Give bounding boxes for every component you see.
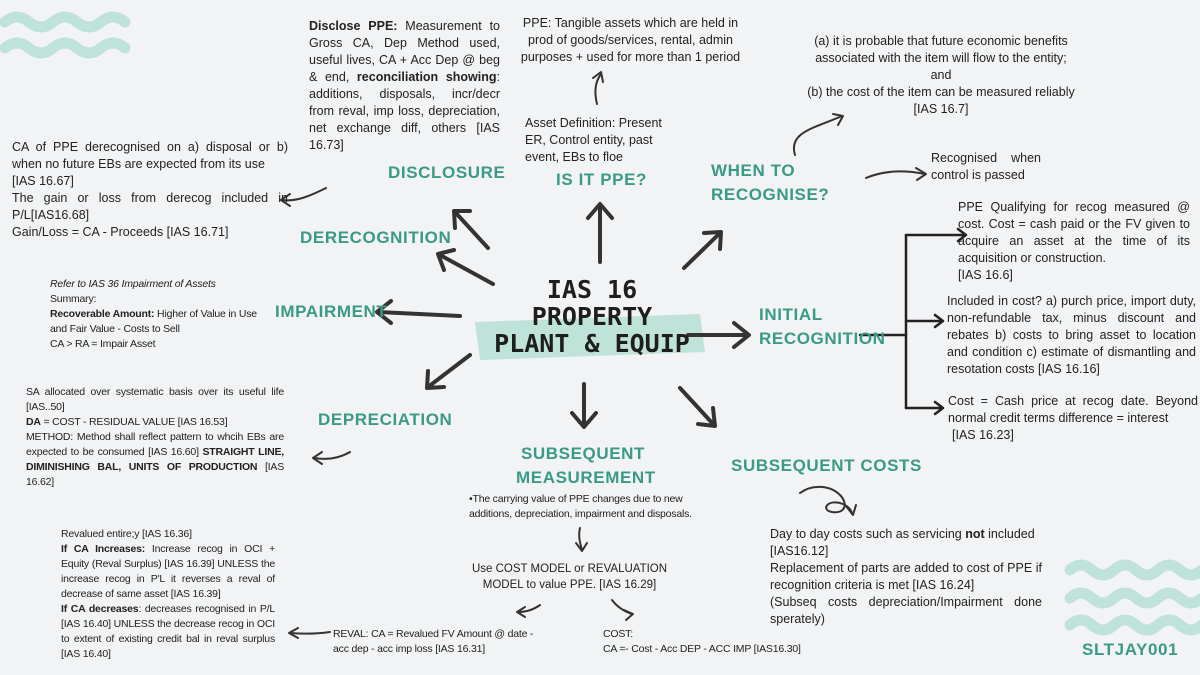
cost-model-label: COST: — [603, 628, 633, 640]
heading-line: WHEN TO — [711, 161, 796, 180]
initial-recognition-item-3-ref: [IAS 16.23] — [952, 428, 1014, 442]
revaluation-model-formula: REVAL: CA = Revalued FV Amount @ date - … — [333, 628, 534, 655]
recognition-criteria: (a) it is probable that future economic … — [790, 33, 1092, 118]
author-tag: SLTJAY001 — [1082, 640, 1179, 659]
revaluation-text: Revalued entire;y [IAS 16.36] If CA Incr… — [61, 527, 275, 662]
central-title-line-1: IAS 16 — [546, 275, 638, 304]
depreciation-methods-ref: [IAS 16.62] — [26, 461, 284, 488]
heading-depreciation: DEPRECIATION — [318, 410, 453, 429]
heading-initial-recognition: INITIAL RECOGNITION — [759, 303, 886, 351]
depreciation-da-bold: DA — [26, 416, 41, 428]
subsequent-costs-text-1b: included — [984, 527, 1035, 541]
revaluation-decrease-text: : decreases recognised in P/L [IAS 16.40… — [61, 603, 276, 660]
depreciation-line: SA allocated over systematic basis over … — [26, 386, 284, 413]
heading-line: SUBSEQUENT — [520, 444, 646, 463]
center-brush-highlight — [475, 314, 705, 360]
initial-recognition-item-2: Included in cost? a) purch price, import… — [947, 294, 1196, 376]
impairment-rule: CA > RA = Impair Asset — [50, 338, 156, 350]
wave-decoration-right — [1064, 559, 1200, 636]
revaluation-decrease: If CA decreases: decreases recognised in… — [61, 602, 275, 662]
subsequent-costs-replacement: Replacement of parts are added to cost o… — [770, 561, 1042, 592]
impairment-recoverable: Recoverable Amount: Higher of Value in U… — [50, 307, 265, 337]
connector-arrows — [375, 202, 751, 429]
revaluation-decrease-bold: If CA decreases — [61, 603, 139, 615]
disclosure-bold-1: Disclose PPE: — [309, 19, 398, 33]
depreciation-text: SA allocated over systematic basis over … — [26, 385, 284, 490]
heading-when-to-recognise: WHEN TO RECOGNISE? — [711, 159, 829, 207]
cost-model-text: CA =- Cost - Acc DEP - ACC IMP [IAS16.30… — [603, 643, 801, 655]
criteria-line: and — [930, 68, 952, 82]
subsequent-costs-ref: [IAS16.12] — [770, 544, 829, 558]
derecognition-line: [IAS 16.67] — [12, 174, 74, 188]
heading-line: INITIAL — [759, 305, 823, 324]
heading-line: RECOGNITION — [759, 329, 886, 348]
derecognition-text: CA of PPE derecognised on a) disposal or… — [12, 139, 288, 241]
derecognition-line: Gain/Loss = CA - Proceeds [IAS 16.71] — [12, 225, 229, 239]
derecognition-line: CA of PPE derecognised on a) disposal or… — [12, 140, 288, 171]
heading-line: MEASUREMENT — [516, 468, 656, 487]
subsequent-costs-line-1: Day to day costs such as servicing not i… — [770, 526, 1042, 543]
criteria-line: [IAS 16.7] — [913, 102, 969, 116]
revaluation-increase-bold: If CA Increases: — [61, 543, 146, 555]
subsequent-costs-text-1: Day to day costs such as servicing — [770, 527, 966, 541]
ppe-definition: PPE: Tangible assets which are held in p… — [520, 16, 741, 64]
depreciation-methods-bold: STRAIGHT LINE, DIMINISHING BAL, UNITS OF… — [26, 446, 284, 473]
heading-subsequent-measurement: SUBSEQUENT MEASUREMENT — [516, 442, 656, 490]
initial-recognition-item-3: Cost = Cash price at recog date. Beyond … — [948, 393, 1198, 444]
derecognition-line: The gain or loss from derecog included i… — [12, 191, 288, 222]
subsequent-measurement-bullet: •The carrying value of PPE changes due t… — [469, 493, 692, 520]
bracket-initial-recognition — [858, 227, 968, 416]
heading-disclosure: DISCLOSURE — [388, 163, 506, 182]
impairment-summary: Summary: — [50, 293, 97, 305]
impairment-text: Refer to IAS 36 Impairment of Assets Sum… — [50, 277, 265, 352]
revaluation-increase-text: Increase recog in OCI + Equity (Reval Su… — [61, 543, 276, 600]
depreciation-method-text: METHOD: Method shall reflect pattern to … — [26, 431, 284, 458]
subsequent-costs-text: Day to day costs such as servicing not i… — [770, 526, 1042, 628]
heading-subsequent-costs: SUBSEQUENT COSTS — [731, 456, 922, 475]
impairment-refer: Refer to IAS 36 Impairment of Assets — [50, 278, 216, 290]
initial-recognition-item-1-text: PPE Qualifying for recog measured @ cost… — [958, 200, 1190, 265]
disclosure-text-1: Measurement to Gross CA, Dep Method used… — [309, 19, 500, 84]
impairment-definition: Higher of Value in Use and Fair Value - … — [50, 308, 257, 335]
recognised-control-text: Recognised when control is passed — [931, 151, 1041, 182]
subsequent-costs-note: (Subseq costs depreciation/Impairment do… — [770, 595, 1042, 626]
heading-derecognition: DERECOGNITION — [300, 228, 452, 247]
disclosure-bold-2: reconciliation showing — [356, 70, 497, 84]
central-title-line-2: PROPERTY — [531, 302, 653, 331]
initial-recognition-item-1: PPE Qualifying for recog measured @ cost… — [958, 199, 1190, 284]
asset-definition: Asset Definition: Present ER, Control en… — [525, 116, 662, 164]
disclosure-text-2: : additions, disposals, incr/decr from r… — [309, 70, 500, 152]
central-title-line-3: PLANT & EQUIP — [494, 329, 690, 358]
revaluation-entire: Revalued entire;y [IAS 16.36] — [61, 528, 192, 540]
depreciation-da-text: = COST - RESIDUAL VALUE [IAS 16.53] — [40, 416, 228, 428]
small-arrows — [280, 71, 927, 639]
initial-recognition-item-1-ref: [IAS 16.6] — [958, 268, 1013, 282]
revaluation-increase: If CA Increases: Increase recog in OCI +… — [61, 542, 275, 602]
disclosure-text: Disclose PPE: Measurement to Gross CA, D… — [309, 18, 500, 154]
depreciation-da: DA = COST - RESIDUAL VALUE [IAS 16.53] — [26, 415, 284, 430]
central-topic: IAS 16 PROPERTY PLANT & EQUIP — [478, 276, 706, 357]
wave-decoration-top-left — [0, 11, 131, 59]
cost-model-formula: COST: CA =- Cost - Acc DEP - ACC IMP [IA… — [603, 627, 803, 657]
criteria-line: (a) it is probable that future economic … — [814, 34, 1068, 48]
criteria-line: (b) the cost of the item can be measured… — [807, 85, 1075, 99]
subsequent-costs-not: not — [965, 527, 985, 541]
measurement-models: Use COST MODEL or REVALUATION MODEL to v… — [471, 563, 668, 591]
depreciation-method: METHOD: Method shall reflect pattern to … — [26, 430, 284, 490]
heading-line: RECOGNISE? — [711, 185, 830, 204]
criteria-line: associated with the item will flow to th… — [815, 51, 1067, 65]
impairment-bold: Recoverable Amount: — [50, 308, 155, 320]
heading-is-it-ppe: IS IT PPE? — [556, 170, 648, 189]
initial-recognition-item-3-text: Cost = Cash price at recog date. Beyond … — [948, 394, 1198, 425]
heading-impairment: IMPAIRMENT — [275, 302, 388, 321]
